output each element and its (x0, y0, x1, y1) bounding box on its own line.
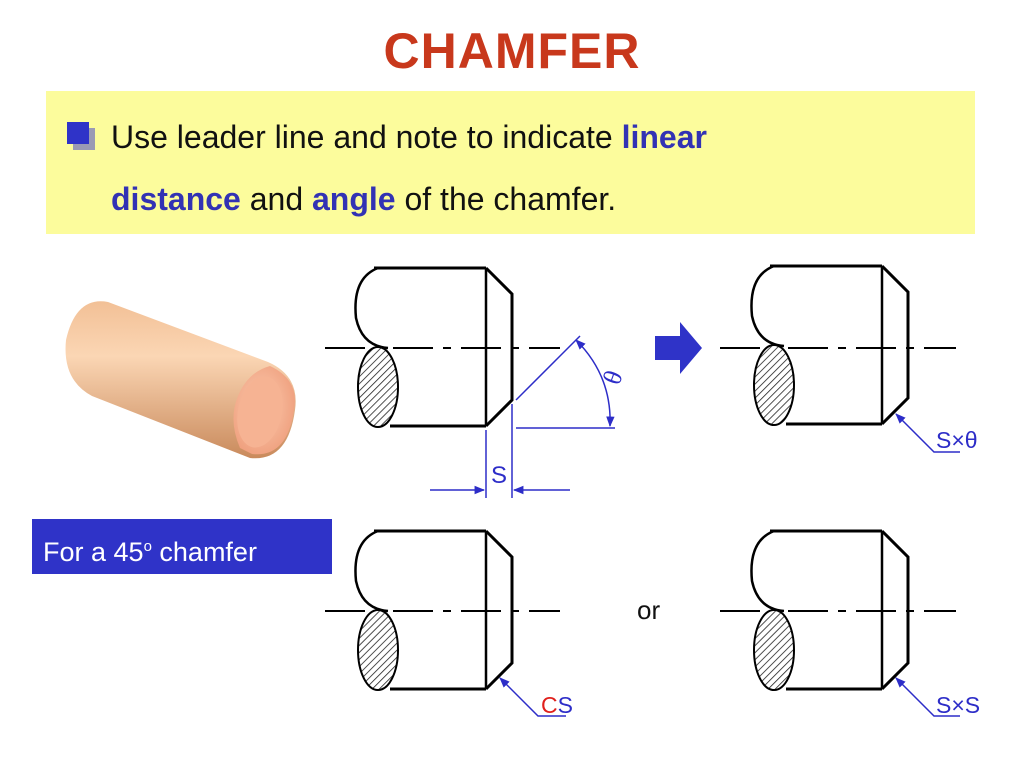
note-text: of the chamfer. (395, 181, 617, 217)
degree-mark: o (143, 538, 152, 555)
square-bullet-icon (67, 122, 95, 150)
s-suffix: S (558, 692, 573, 718)
chamfer-drawing-dimensioned (325, 266, 615, 498)
chamfer-drawing-leader-angle (720, 264, 960, 453)
page-title: CHAMFER (383, 23, 641, 79)
s-dimension-label: S (491, 462, 507, 489)
chamfered-cylinder-3d (65, 301, 296, 459)
cs-label: CS (541, 692, 573, 718)
theta-dimension-label: θ (597, 367, 629, 389)
note-box (46, 91, 975, 234)
c-prefix: C (541, 692, 558, 718)
note-text: Use leader line and note to indicate (111, 119, 622, 155)
tag-prefix: For a 45 (43, 537, 144, 567)
angle-highlight: angle (312, 181, 396, 217)
s-times-theta-label: S×θ (936, 427, 978, 453)
linear-highlight: linear (621, 119, 707, 155)
right-arrow-icon (655, 322, 702, 374)
45-degree-tag: For a 45o chamfer (32, 519, 332, 574)
chamfer-drawing-sxs (720, 529, 960, 717)
chamfer-drawing-cs (325, 529, 566, 717)
distance-highlight: distance (111, 181, 241, 217)
note-text: and (240, 181, 312, 217)
note-text-line-1: Use leader line and note to indicate lin… (111, 119, 707, 156)
s-times-s-label: S×S (936, 692, 980, 718)
or-label: or (637, 595, 661, 625)
note-text-line-2: distance and angle of the chamfer. (111, 181, 616, 218)
tag-suffix: chamfer (151, 537, 257, 567)
